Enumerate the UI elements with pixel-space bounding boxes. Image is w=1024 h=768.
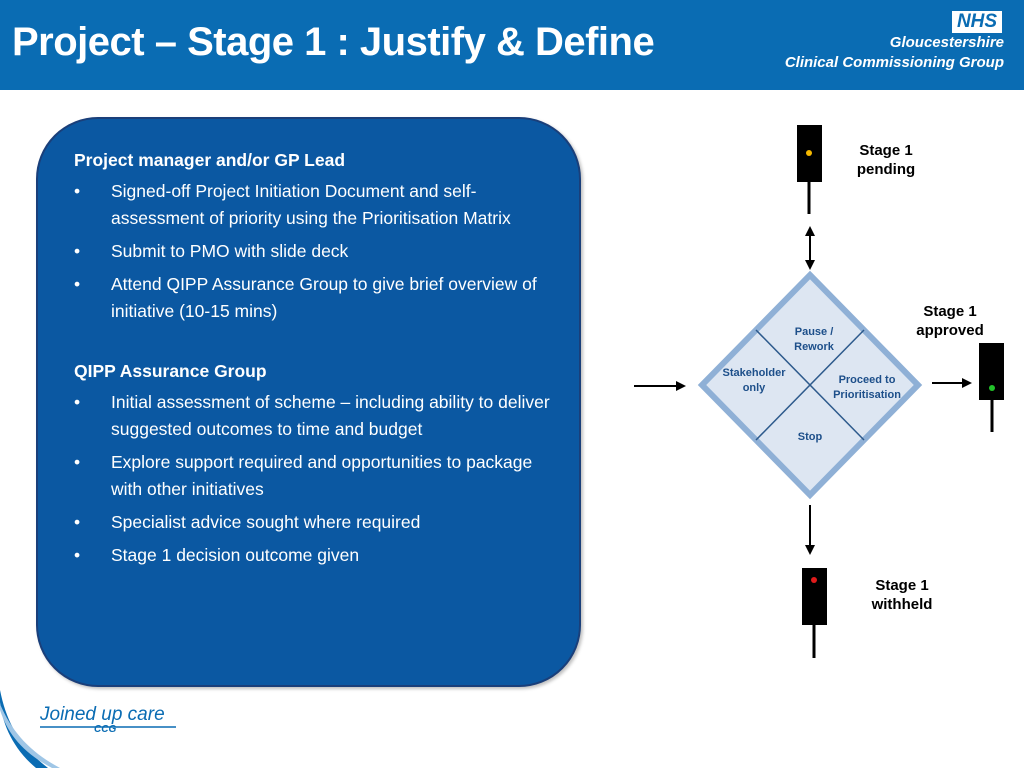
list-item-text: Attend QIPP Assurance Group to give brie… (111, 274, 537, 321)
quadrant-label-proceed: Proceed to Prioritisation (833, 374, 901, 401)
slide-title: Project – Stage 1 : Justify & Define (12, 20, 655, 64)
decision-diamond (697, 270, 923, 500)
signal-label-withheld: Stage 1 withheld (871, 577, 933, 613)
footer-brand-sub: CCG (94, 724, 117, 735)
process-panel (36, 117, 581, 687)
header-bar: Project – Stage 1 : Justify & Define NHS… (0, 0, 1024, 90)
quadrant-label-stakeholder-only: Stakeholder only (722, 367, 786, 394)
diamond-divider-2 (755, 329, 865, 441)
process-panel-content: Project manager and/or GP Lead • Signed-o… (74, 147, 554, 575)
list-item-text: Initial assessment of scheme – including… (111, 392, 550, 439)
section-heading-project-manager: Project manager and/or GP Lead (74, 150, 346, 170)
list-item: • Stage 1 decision outcome given (74, 542, 554, 569)
signal-label-approved: Stage 1 approved (916, 303, 984, 339)
footer-brand-text: Joined up care (40, 704, 165, 725)
signal-label-pending: Stage 1 pending (856, 142, 916, 178)
signal-approved-housing (979, 343, 1004, 400)
list-item: • Signed-off Project Initiation Document … (74, 178, 554, 232)
list-item: • Initial assessment of scheme – includin… (74, 389, 554, 443)
quadrant-label-pause-rework: Pause / Rework (794, 326, 834, 353)
list-item: • Attend QIPP Assurance Group to give bri… (74, 271, 554, 325)
bullet-icon: • (74, 512, 81, 532)
org-name-line2: Clinical Commissioning Group (784, 54, 1004, 71)
nhs-logo: NHS (952, 11, 1002, 33)
signal-approved-light (989, 385, 995, 391)
bullet-icon: • (74, 241, 81, 261)
signal-approved (979, 343, 1004, 432)
bullet-icon: • (74, 181, 81, 201)
list-item: • Submit to PMO with slide deck (74, 238, 554, 265)
list-item: • Explore support required and opportunit… (74, 449, 554, 503)
section-heading-qipp-assurance: QIPP Assurance Group (74, 361, 267, 381)
bullet-icon: • (74, 545, 81, 565)
bullet-icon: • (74, 452, 81, 472)
list-item-text: Submit to PMO with slide deck (111, 241, 349, 261)
signal-withheld-light (811, 577, 817, 583)
bullet-icon: • (74, 274, 81, 294)
org-name-line1: Gloucestershire (889, 34, 1004, 51)
bullet-icon: • (74, 392, 81, 412)
signal-pending (797, 125, 822, 214)
list-item-text: Specialist advice sought where required (111, 512, 421, 532)
signal-withheld (802, 568, 827, 658)
signal-withheld-housing (802, 568, 827, 625)
signal-pending-light (806, 150, 812, 156)
list-item: • Specialist advice sought where required (74, 509, 554, 536)
list-item-text: Explore support required and opportuniti… (111, 452, 533, 499)
nhs-logo-text: NHS (956, 11, 998, 32)
list-item-text: Stage 1 decision outcome given (111, 545, 360, 565)
quadrant-label-stop: Stop (797, 431, 823, 443)
footer-swoosh-decoration (0, 690, 176, 768)
list-item-text: Signed-off Project Initiation Document a… (111, 181, 511, 228)
